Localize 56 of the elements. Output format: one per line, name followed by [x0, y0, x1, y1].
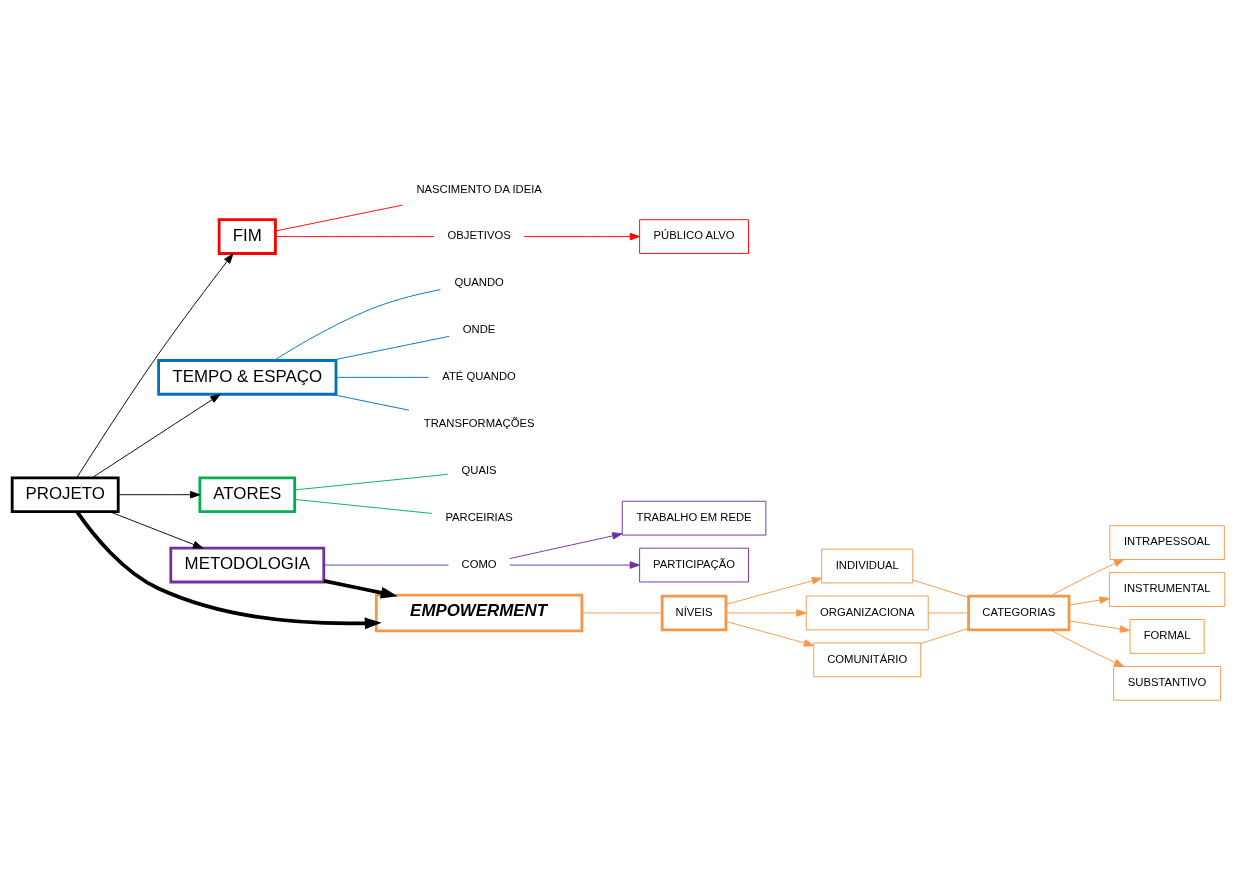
node-box: PÚBLICO ALVO: [639, 218, 749, 254]
node-box: INTRAPESSOAL: [1109, 524, 1225, 560]
node-box: METODOLOGIA: [169, 546, 326, 583]
node-box: PROJETO: [10, 475, 120, 513]
arrow: [323, 578, 398, 599]
node-box: ATORES: [198, 475, 297, 513]
node-text: COMO: [461, 557, 497, 570]
node-box: FIM: [217, 217, 277, 255]
arrow: [1068, 619, 1131, 633]
node-text: NASCIMENTO DA IDEIA: [416, 182, 542, 195]
node-text: ONDE: [462, 322, 496, 335]
node-box: CATEGORIAS: [967, 594, 1071, 631]
arrow: [509, 531, 623, 559]
connector: [330, 393, 410, 411]
node-text: QUANDO: [454, 275, 504, 288]
arrow: [509, 560, 640, 569]
connector: [920, 627, 970, 644]
node-text: ATÉ QUANDO: [442, 369, 516, 382]
connector: [275, 235, 435, 237]
node-box: COMUNITÁRIO: [813, 642, 922, 677]
node-text: PARCEIRIAS: [445, 510, 513, 523]
connector: [275, 204, 403, 231]
connector: [294, 498, 433, 514]
connector: [330, 335, 450, 361]
node-box: FORMAL: [1129, 618, 1205, 654]
arrow: [725, 608, 807, 617]
arrow: [91, 393, 221, 478]
connector: [912, 579, 969, 598]
node-box: PARTICIPAÇÃO: [639, 547, 749, 582]
node-box: ORGANIZACIONA: [805, 595, 929, 630]
arrow: [1068, 595, 1110, 605]
arrow: [75, 510, 382, 629]
node-text: QUAIS: [461, 463, 497, 476]
connector: [273, 288, 441, 361]
node-box: SUBSTANTIVO: [1113, 665, 1222, 701]
arrow: [725, 620, 815, 647]
arrow: [109, 510, 204, 549]
arrow: [725, 576, 823, 605]
arrow: [1050, 628, 1125, 667]
connector: [294, 473, 449, 490]
arrow: [523, 232, 641, 240]
node-text: OBJETIVOS: [447, 228, 511, 241]
node-box: TEMPO & ESPAÇO: [157, 358, 338, 396]
arrow: [1050, 558, 1125, 596]
arrow: [117, 490, 201, 498]
node-text: TRANSFORMAÇÕES: [423, 416, 535, 429]
node-box: NÍVEIS: [660, 594, 728, 631]
arrow: [76, 252, 234, 478]
connector: [323, 564, 449, 566]
connector: [335, 376, 430, 378]
node-box: TRABALHO EM REDE: [621, 500, 767, 535]
connector: [581, 612, 663, 613]
node-box: EMPOWERMENT: [374, 593, 584, 632]
node-box: INDIVIDUAL: [821, 548, 914, 583]
node-box: INSTRUMENTAL: [1108, 571, 1226, 607]
connector: [928, 612, 969, 613]
